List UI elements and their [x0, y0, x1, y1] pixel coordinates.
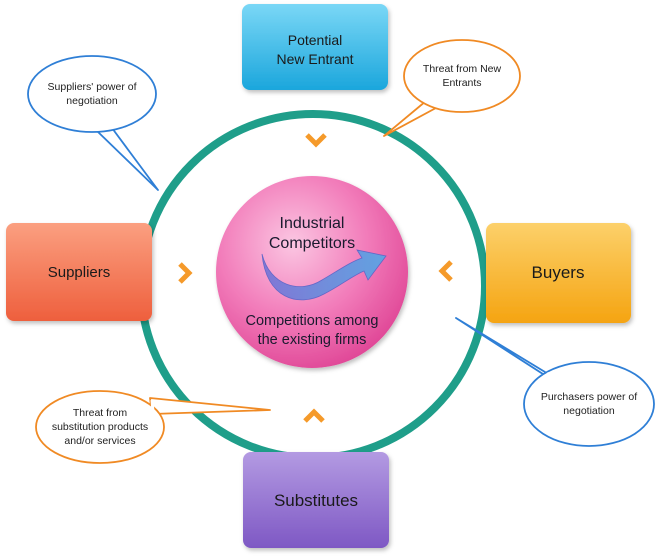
box-substitutes: Substitutes [243, 452, 389, 548]
box-left-label: Suppliers [48, 264, 111, 281]
center-title-line2: Competitors [269, 235, 355, 252]
callout-purchasers-power: Purchasers power of negotiation [455, 317, 655, 447]
chevron-down-icon [305, 133, 327, 148]
callout-suppliers-line2: negotiation [66, 95, 118, 107]
callout-threat-substitution: Threat from substitution products and/or… [35, 390, 271, 464]
callout-substitution-line1: Threat from [73, 407, 128, 419]
callout-new-entrants-line1: Threat from New [423, 63, 502, 75]
box-top-line2: New Entrant [276, 51, 353, 67]
box-suppliers: Suppliers [6, 223, 152, 321]
callout-purchasers-line1: Purchasers power of [541, 391, 637, 403]
box-bottom-label: Substitutes [274, 491, 358, 510]
chevron-left-icon [438, 260, 453, 282]
box-buyers: Buyers [486, 223, 631, 323]
callout-purchasers-line2: negotiation [563, 405, 615, 417]
box-right-label: Buyers [532, 263, 585, 282]
callout-suppliers-line1: Suppliers' power of [48, 81, 137, 93]
center-subtitle-line1: Competitions among [246, 313, 379, 329]
callout-new-entrants-line2: Entrants [442, 77, 481, 89]
center-title-line1: Industrial [280, 215, 345, 232]
callout-substitution-line3: and/or services [64, 435, 135, 447]
box-top-line1: Potential [288, 32, 342, 48]
chevron-right-icon [178, 262, 193, 284]
center-circle [216, 176, 408, 368]
callout-substitution-line2: substitution products [52, 421, 148, 433]
center-subtitle-line2: the existing firms [258, 332, 367, 348]
callout-threat-new-entrants: Threat from New Entrants [383, 39, 521, 137]
chevron-up-icon [303, 408, 325, 423]
box-potential-new-entrant: Potential New Entrant [242, 4, 388, 90]
curved-arrow-icon [261, 249, 387, 301]
callout-suppliers-power: Suppliers' power of negotiation [27, 55, 159, 191]
